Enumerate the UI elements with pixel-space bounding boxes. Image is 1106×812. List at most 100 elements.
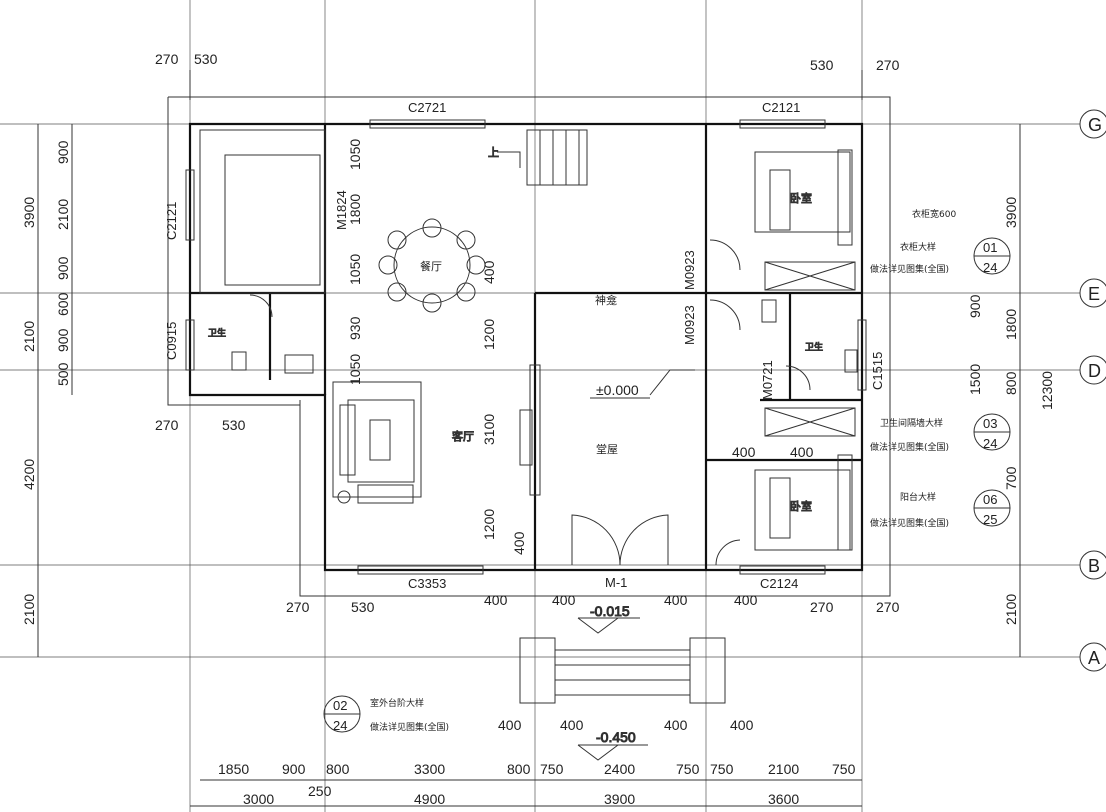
svg-text:1500: 1500 [967, 364, 983, 395]
bathroom-left: 卫生 [208, 294, 314, 374]
svg-text:02: 02 [333, 698, 347, 713]
axis-A: A [1088, 648, 1100, 668]
svg-text:做法详见图集(全国): 做法详见图集(全国) [870, 263, 949, 275]
svg-text:750: 750 [832, 761, 856, 777]
axis-D: D [1088, 361, 1101, 381]
entry-level: -0.015 [590, 603, 630, 619]
walls [167, 96, 891, 597]
callout-01: 01 24 衣柜大样 做法详见图集(全国) 衣柜宽600 [870, 208, 1011, 275]
svg-text:270: 270 [876, 57, 900, 73]
code-M1: M-1 [605, 575, 627, 590]
code-C2124: C2124 [760, 576, 798, 591]
wardrobe-depth-note: 衣柜宽600 [912, 208, 956, 220]
bedroom-top: 卧室 [754, 149, 856, 291]
svg-text:2400: 2400 [604, 761, 635, 777]
svg-text:24: 24 [983, 436, 997, 451]
dimensions-top: 270 530 530 270 [155, 51, 900, 100]
svg-text:做法详见图集(全国): 做法详见图集(全国) [870, 517, 949, 529]
dimensions-interior: 1050 1800 1050 930 1050 1200 3100 1200 4… [155, 139, 900, 733]
svg-text:3100: 3100 [481, 414, 497, 445]
stairs-up-label: 上 [488, 146, 499, 159]
svg-text:500: 500 [55, 362, 71, 386]
hall: 神龛 堂屋 ±0.000 [519, 293, 695, 566]
svg-text:900: 900 [55, 328, 71, 352]
svg-text:4900: 4900 [414, 791, 445, 807]
svg-text:2100: 2100 [768, 761, 799, 777]
code-C2121-top: C2121 [762, 100, 800, 115]
svg-text:1200: 1200 [481, 319, 497, 350]
code-M0721: M0721 [760, 360, 775, 400]
svg-text:530: 530 [810, 57, 834, 73]
svg-text:4200: 4200 [21, 459, 37, 490]
svg-text:25: 25 [983, 512, 997, 527]
svg-text:270: 270 [155, 417, 179, 433]
svg-text:900: 900 [55, 256, 71, 280]
svg-text:1800: 1800 [1003, 309, 1019, 340]
callout-03: 03 24 卫生间隔墙大样 做法详见图集(全国) [870, 413, 1011, 453]
dimensions-right: 3900 900 1800 1500 800 700 2100 12300 [967, 124, 1055, 657]
svg-text:800: 800 [1003, 371, 1019, 395]
ground-level: -0.450 [596, 729, 636, 745]
svg-text:400: 400 [664, 592, 688, 608]
svg-text:400: 400 [732, 444, 756, 460]
staircase: 上 [488, 129, 588, 186]
svg-text:3600: 3600 [768, 791, 799, 807]
living-sofa: 客厅 [332, 381, 475, 504]
svg-text:2100: 2100 [55, 199, 71, 230]
outdoor-steps: -0.015 -0.450 [519, 603, 726, 761]
svg-text:900: 900 [282, 761, 306, 777]
svg-text:270: 270 [155, 51, 179, 67]
svg-text:1800: 1800 [347, 194, 363, 225]
bedroom-bottom: 卧室 [754, 407, 856, 551]
svg-text:800: 800 [507, 761, 531, 777]
callout-06: 06 25 阳台大样 做法详见图集(全国) [870, 489, 1011, 529]
code-C3353: C3353 [408, 576, 446, 591]
dimensions-bottom-row2: 3000 250 4900 3900 3600 [190, 783, 862, 807]
svg-text:室外台阶大样: 室外台阶大样 [370, 697, 424, 709]
svg-text:2100: 2100 [21, 594, 37, 625]
living-room-label: 客厅 [452, 429, 474, 443]
svg-text:400: 400 [790, 444, 814, 460]
axis-bubbles: G E D B A [1079, 109, 1106, 672]
wc-1-label: 卫生 [208, 327, 226, 339]
svg-text:400: 400 [484, 592, 508, 608]
code-C1515: C1515 [870, 352, 885, 390]
svg-text:900: 900 [967, 294, 983, 318]
svg-text:270: 270 [876, 599, 900, 615]
code-M0923-b: M0923 [682, 305, 697, 345]
svg-text:3900: 3900 [1003, 197, 1019, 228]
svg-text:2100: 2100 [1003, 594, 1019, 625]
shrine-label: 神龛 [595, 293, 617, 307]
svg-text:400: 400 [730, 717, 754, 733]
svg-text:3000: 3000 [243, 791, 274, 807]
dining-room-label: 餐厅 [420, 259, 442, 273]
code-C2121-left: C2121 [164, 202, 179, 240]
windows [185, 119, 867, 575]
dimensions-bottom-row1: 1850 900 800 3300 800 750 2400 750 750 2… [200, 761, 862, 781]
svg-text:400: 400 [511, 531, 527, 555]
svg-text:930: 930 [347, 316, 363, 340]
svg-text:530: 530 [351, 599, 375, 615]
code-C2721: C2721 [408, 100, 446, 115]
callout-02: 02 24 室外台阶大样 做法详见图集(全国) [323, 695, 449, 733]
code-C0915: C0915 [164, 322, 179, 360]
wc-2-label: 卫生 [805, 341, 823, 353]
svg-text:1050: 1050 [347, 139, 363, 170]
svg-text:270: 270 [810, 599, 834, 615]
svg-text:3900: 3900 [21, 197, 37, 228]
svg-text:600: 600 [55, 292, 71, 316]
svg-text:400: 400 [734, 592, 758, 608]
svg-text:阳台大样: 阳台大样 [900, 491, 936, 503]
svg-text:750: 750 [676, 761, 700, 777]
dining-table: 餐厅 [378, 218, 486, 313]
code-M1824: M1824 [334, 190, 349, 230]
svg-text:800: 800 [326, 761, 350, 777]
svg-text:卫生间隔墙大样: 卫生间隔墙大样 [880, 417, 943, 429]
svg-text:1050: 1050 [347, 254, 363, 285]
axis-E: E [1088, 284, 1100, 304]
svg-text:做法详见图集(全国): 做法详见图集(全国) [370, 721, 449, 733]
svg-text:530: 530 [194, 51, 218, 67]
svg-text:400: 400 [664, 717, 688, 733]
svg-text:400: 400 [552, 592, 576, 608]
